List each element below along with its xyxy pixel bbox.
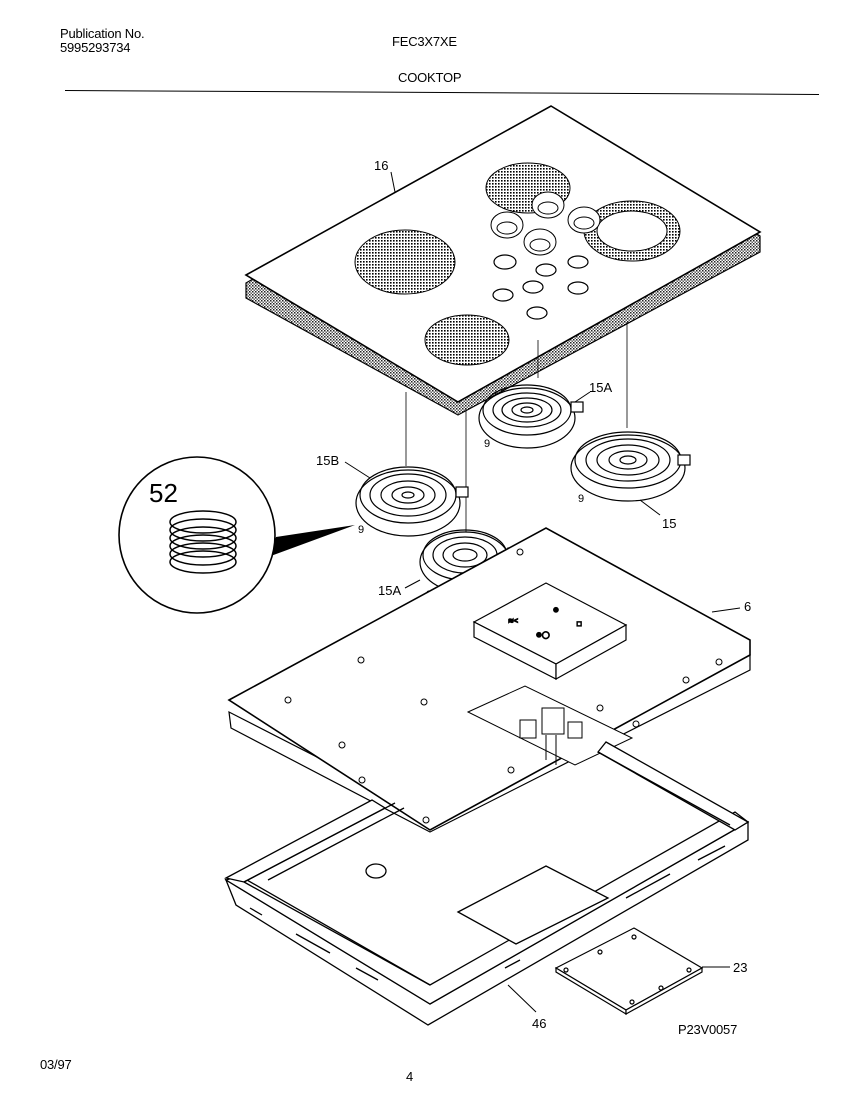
surface-element-rear-right [478,384,584,449]
page-number: 4 [406,1069,414,1084]
terminal-block [466,685,634,766]
callout-element-rear-right: 15A [589,380,612,395]
revision-date: 03/97 [40,1057,72,1072]
publication-label: Publication No. [60,26,145,41]
drawing-code: P23V0057 [678,1022,738,1037]
callout-burner-box: 6 [744,599,751,614]
junction-box: ≋< ⊕ □ ⊕◯ [472,582,628,681]
callout-base-frame: 46 [532,1016,546,1031]
callout-screw-c: 9 [358,524,364,536]
surface-element-rear-left [355,466,469,537]
zone-front-left [424,314,510,366]
knob-openings [492,254,589,320]
callout-element-front-right: 15 [662,516,676,531]
control-knobs [490,191,601,256]
svg-text:⊕◯: ⊕◯ [536,631,550,639]
svg-text:⊕: ⊕ [553,607,559,614]
zone-large-right [583,200,681,262]
detail-bubble [118,456,355,614]
callout-element-rear-left: 15B [316,453,339,468]
callout-detail-part: 52 [149,478,178,508]
svg-text:□: □ [577,621,582,628]
model-number: FEC3X7XE [392,34,457,49]
zone-rear-left [354,229,456,295]
callout-screw-a: 9 [484,438,490,450]
svg-text:≋<: ≋< [508,618,518,625]
mounting-holes [284,548,723,824]
assembly-guide-lines [405,322,628,540]
coil-spring [169,510,237,574]
section-title: COOKTOP [398,70,462,85]
callout-cover-plate: 23 [733,960,747,975]
cover-plate [554,927,704,1016]
burner-box: ≋< ⊕ □ ⊕◯ [227,527,751,833]
surface-element-front-right [570,431,691,502]
callout-element-front-left: 15A [378,583,401,598]
cooktop-glass-top [244,105,762,416]
callout-screw-b: 9 [578,493,584,505]
base-frame [224,741,750,1026]
callout-cooktop-glass: 16 [374,158,388,173]
publication-number: 5995293734 [60,40,131,55]
